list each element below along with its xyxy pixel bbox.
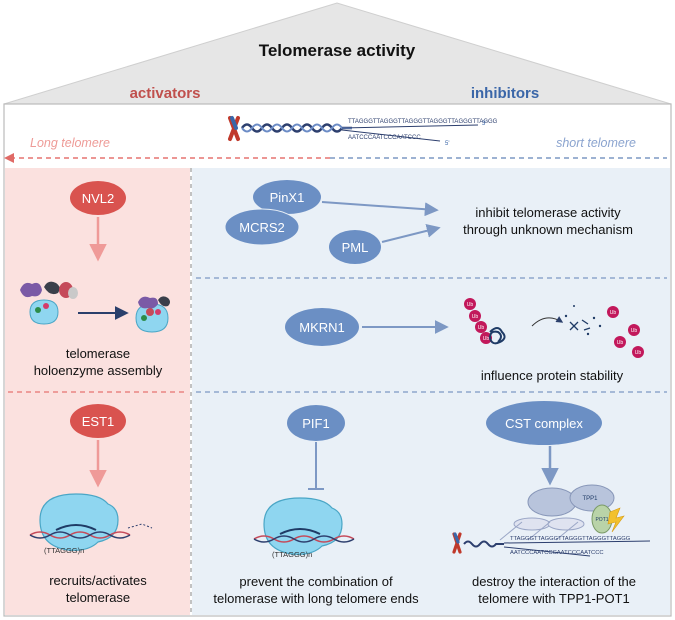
ub-label-8: Ub [635, 350, 642, 356]
est1-label: EST1 [82, 414, 115, 429]
mcrs2-node [224, 208, 300, 246]
chromosome-icon-cst [452, 532, 462, 554]
mcrs2-label: MCRS2 [239, 220, 285, 235]
chromosome-icon [228, 116, 240, 141]
cst-dna-top [503, 540, 651, 544]
ub-label-6: Ub [631, 328, 638, 334]
axis-arrowhead [4, 153, 14, 163]
cst-dna-bottom [503, 546, 591, 557]
ub-label-2: Ub [472, 314, 479, 320]
inhibitor-repeat-label: (TTAGGG)n [272, 550, 312, 559]
dna-five-prime: 5' [445, 141, 449, 147]
nvl2-caption-line2: holoenzyme assembly [34, 363, 163, 378]
dna-three-prime: 3' [482, 121, 486, 127]
dna-top-sequence: TTAGGGTTAGGGTTAGGGTTAGGGTTAGGGTTAGGG [348, 119, 498, 125]
cst-top-sequence: TTAGGGTTAGGGTTAGGGTTAGGGTTAGGG [510, 536, 631, 542]
pif1-caption-line2: telomerase with long telomere ends [213, 591, 419, 606]
pml-arrow [381, 223, 441, 243]
ub-label-5: Ub [610, 310, 617, 316]
ub-label-1: Ub [467, 302, 474, 308]
dna-strand-top [341, 124, 479, 129]
cst-dna-helix [463, 540, 504, 548]
telomerase-on-dna-icon-inhibitor [253, 497, 355, 555]
holoenzyme-icon [135, 296, 170, 333]
inhibitors-label: inhibitors [471, 85, 539, 102]
pinx1-arrow [321, 201, 439, 217]
ub-label-7: Ub [617, 340, 624, 346]
pinx1-node [253, 180, 321, 214]
row1-caption-line2: through unknown mechanism [463, 222, 633, 237]
tpp1-label: TPP1 [582, 496, 598, 502]
cst-caption-line2: telomere with TPP1-POT1 [478, 591, 629, 606]
ub-label-4: Ub [483, 336, 490, 342]
cst-complex-label: CST complex [505, 416, 583, 431]
mkrn1-label: MKRN1 [299, 320, 345, 335]
telomerase-on-dna-icon-activator [29, 493, 153, 551]
long-telomere-label: Long telomere [30, 136, 110, 150]
pif1-node [287, 405, 345, 441]
est1-node [70, 404, 126, 438]
activator-repeat-label: (TTAGGG)n [44, 546, 84, 555]
row2-caption: influence protein stability [481, 368, 624, 383]
cst-caption-line1: destroy the interaction of the [472, 574, 636, 589]
degraded-protein-icon [564, 305, 602, 336]
est1-caption-line1: recruits/activates [49, 573, 147, 588]
pinx1-label: PinX1 [270, 190, 305, 205]
est1-caption-line2: telomerase [66, 590, 130, 605]
mkrn1-node [285, 308, 359, 346]
cst-bottom-sequence: AATCCCAATCCCAATCCCAATCCC [510, 550, 604, 556]
dna-helix-2 [241, 123, 352, 133]
dna-bottom-sequence: AATCCCAATCCCAATCCC [348, 135, 421, 141]
nvl2-label: NVL2 [82, 191, 115, 206]
ubiquitin-chain-icon [464, 298, 506, 345]
nvl2-node [70, 181, 126, 215]
free-ubiquitin-icon [607, 306, 644, 358]
main-title: Telomerase activity [259, 41, 416, 60]
telomerase-subunits-icon [20, 281, 78, 325]
short-telomere-label: short telomere [556, 136, 636, 150]
pml-label: PML [342, 240, 369, 255]
degradation-arrow [531, 316, 564, 327]
pot1-label: POT1 [595, 517, 608, 523]
ub-label-3: Ub [478, 325, 485, 331]
pif1-label: PIF1 [302, 416, 329, 431]
pml-node [329, 230, 381, 264]
dna-strand-bottom [341, 129, 441, 142]
nvl2-caption-line1: telomerase [66, 346, 130, 361]
shelterin-complex-icon [499, 484, 625, 541]
row1-caption-line1: inhibit telomerase activity [475, 205, 621, 220]
cst-complex-node [486, 401, 602, 445]
pif1-caption-line1: prevent the combination of [239, 574, 393, 589]
activators-label: activators [130, 85, 201, 102]
